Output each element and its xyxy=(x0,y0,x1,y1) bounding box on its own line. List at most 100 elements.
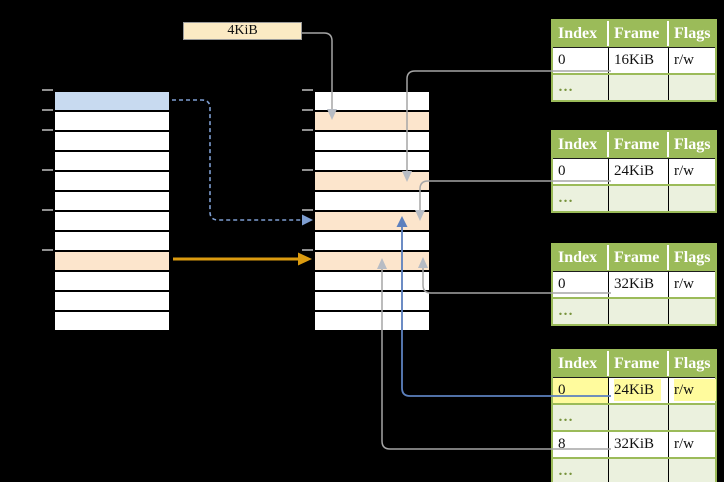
address-tick xyxy=(42,109,53,111)
memory-cell xyxy=(55,312,169,330)
memory-cell xyxy=(315,92,429,110)
arrow-virtual-blue-mapping-head xyxy=(302,214,313,226)
address-tick xyxy=(42,169,53,171)
header-index: Index xyxy=(553,132,609,157)
table-cell xyxy=(669,186,715,211)
arrow-virtual-orange-mapping-head xyxy=(298,252,312,266)
memory-cell xyxy=(55,232,169,250)
table-cell: 0 xyxy=(553,159,609,184)
address-tick xyxy=(42,89,53,91)
table-header-row: Index Frame Flags xyxy=(553,245,715,270)
memory-cell xyxy=(315,232,429,250)
table-cell xyxy=(669,75,715,100)
memory-cell-orange xyxy=(315,172,429,190)
table-cell: 24KiB xyxy=(609,159,669,184)
memory-cell-orange xyxy=(315,212,429,230)
frame-table-32kib: Index Frame Flags 0 32KiB r/w … xyxy=(551,243,717,326)
table-header-row: Index Frame Flags xyxy=(553,132,715,157)
physical-memory-column xyxy=(313,90,431,332)
memory-cell xyxy=(315,292,429,310)
table-cell: … xyxy=(553,405,609,430)
header-index: Index xyxy=(553,245,609,270)
memory-cell xyxy=(55,212,169,230)
table-cell: r/w xyxy=(674,52,694,68)
frame-table-16kib: Index Frame Flags 0 16KiB r/w … xyxy=(551,19,717,102)
memory-cell xyxy=(315,312,429,330)
table-cell: 0 xyxy=(553,378,609,403)
table-cell xyxy=(609,75,669,100)
address-tick xyxy=(42,249,53,251)
address-tick xyxy=(302,249,313,251)
header-frame: Frame xyxy=(609,351,669,376)
table-cell: r/w xyxy=(674,436,694,452)
address-tick xyxy=(302,109,313,111)
header-flags: Flags xyxy=(674,249,711,266)
memory-cell xyxy=(55,172,169,190)
address-tick xyxy=(42,129,53,131)
memory-cell xyxy=(55,292,169,310)
table-cell: … xyxy=(553,299,609,324)
table-cell xyxy=(669,459,715,482)
table-cell: 0 xyxy=(553,48,609,73)
page-size-label: 4KiB xyxy=(183,22,302,40)
table-cell: 16KiB xyxy=(609,48,669,73)
table-cell xyxy=(609,186,669,211)
table-cell: … xyxy=(553,186,609,211)
header-frame: Frame xyxy=(609,245,669,270)
table-cell: … xyxy=(553,75,609,100)
table-cell: r/w xyxy=(674,163,694,179)
memory-cell xyxy=(55,112,169,130)
table-cell: r/w xyxy=(669,378,716,403)
table-cell: 24KiB xyxy=(609,378,669,403)
frame-table-level2: Index Frame Flags 0 24KiB r/w … 8 32KiB … xyxy=(551,349,717,482)
address-tick xyxy=(302,89,313,91)
table-header-row: Index Frame Flags xyxy=(553,351,715,376)
header-flags: Flags xyxy=(674,25,711,42)
memory-cell-orange xyxy=(315,252,429,270)
memory-cell xyxy=(315,132,429,150)
table-row: 0 24KiB r/w xyxy=(553,158,715,184)
header-frame: Frame xyxy=(609,132,669,157)
table-cell xyxy=(669,299,715,324)
header-frame: Frame xyxy=(609,21,669,46)
table-cell: … xyxy=(553,459,609,482)
table-row-ellipsis: … xyxy=(553,297,715,324)
virtual-memory-column xyxy=(53,90,171,332)
address-tick xyxy=(42,209,53,211)
memory-cell xyxy=(55,132,169,150)
table-cell: 8 xyxy=(553,432,609,457)
header-flags: Flags xyxy=(674,355,711,372)
address-tick xyxy=(302,129,313,131)
memory-cell-blue xyxy=(55,92,169,110)
table-cell: 32KiB xyxy=(609,432,669,457)
memory-cell xyxy=(55,192,169,210)
table-cell xyxy=(609,299,669,324)
table-header-row: Index Frame Flags xyxy=(553,21,715,46)
memory-cell xyxy=(315,272,429,290)
table-cell: r/w xyxy=(674,276,694,292)
memory-cell xyxy=(55,272,169,290)
table-cell xyxy=(609,405,669,430)
memory-cell-orange xyxy=(55,252,169,270)
table-cell xyxy=(609,459,669,482)
frame-table-24kib: Index Frame Flags 0 24KiB r/w … xyxy=(551,130,717,213)
memory-cell xyxy=(315,192,429,210)
table-row-ellipsis: … xyxy=(553,457,715,482)
table-cell xyxy=(669,405,715,430)
memory-cell xyxy=(55,152,169,170)
header-index: Index xyxy=(553,21,609,46)
memory-cell xyxy=(315,152,429,170)
arrow-virtual-blue-mapping xyxy=(172,99,301,221)
address-tick xyxy=(302,169,313,171)
table-cell: 32KiB xyxy=(609,272,669,297)
address-tick xyxy=(302,209,313,211)
table-row-ellipsis: … xyxy=(553,403,715,430)
header-flags: Flags xyxy=(674,136,711,153)
table-row: 0 32KiB r/w xyxy=(553,271,715,297)
header-index: Index xyxy=(553,351,609,376)
table-row-ellipsis: … xyxy=(553,184,715,211)
table-row-ellipsis: … xyxy=(553,73,715,100)
table-row-highlighted: 0 24KiB r/w xyxy=(553,377,716,403)
table-row: 0 16KiB r/w xyxy=(553,47,715,73)
